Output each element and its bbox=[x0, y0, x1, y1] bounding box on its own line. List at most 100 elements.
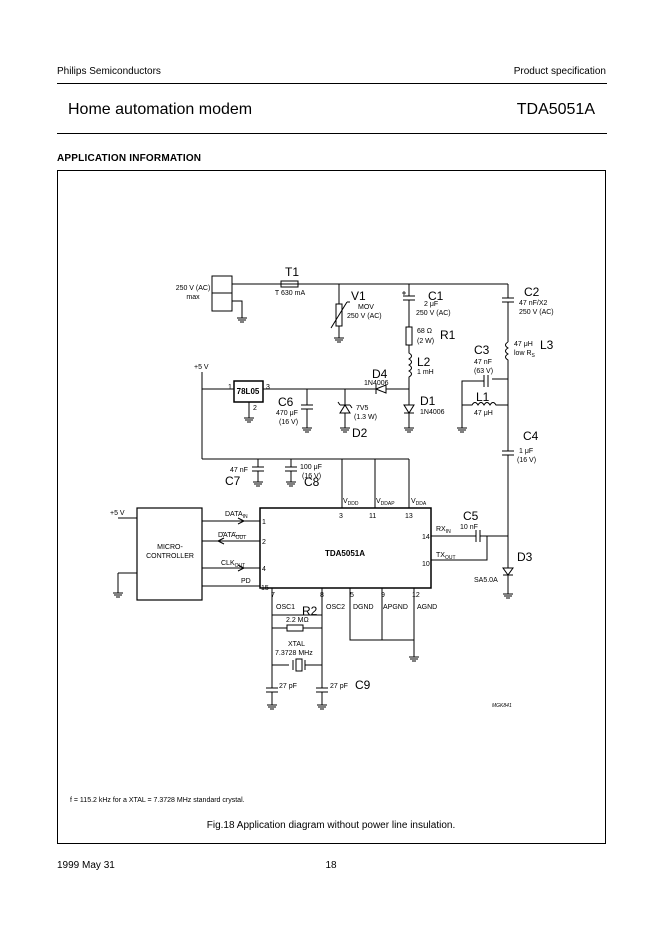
pin-tx-out: TXOUT bbox=[436, 552, 456, 561]
section-title: APPLICATION INFORMATION bbox=[57, 153, 202, 164]
page-number: 18 bbox=[325, 860, 337, 871]
coupling-branch bbox=[457, 284, 514, 560]
l3-note: low RS bbox=[514, 350, 536, 359]
t1-value: T 630 mA bbox=[275, 290, 306, 297]
pin-osc2: OSC2 bbox=[326, 604, 345, 611]
pin-num-4: 4 bbox=[262, 566, 266, 573]
c9-value: 27 pF bbox=[330, 683, 348, 690]
c3-rating: (63 V) bbox=[474, 368, 493, 375]
header-rule-top bbox=[57, 83, 607, 84]
c1-value: 2 μF bbox=[424, 301, 438, 308]
pin-num-2: 2 bbox=[262, 539, 266, 546]
xtal-label: XTAL bbox=[288, 641, 305, 648]
figure-caption: Fig.18 Application diagram without power… bbox=[206, 820, 456, 831]
l1-value: 47 μH bbox=[474, 410, 493, 417]
xtal-value: 7.3728 MHz bbox=[275, 650, 313, 657]
pin-num-10: 10 bbox=[422, 561, 430, 568]
pin-num-14: 14 bbox=[422, 534, 430, 541]
c9-label: C9 bbox=[355, 678, 371, 692]
pin-vddap: VDDAP bbox=[376, 498, 395, 507]
d3-part: SA5.0A bbox=[474, 577, 498, 584]
supply-rail bbox=[202, 458, 410, 508]
c4-rating: (16 V) bbox=[517, 457, 536, 464]
regulator-name: 78L05 bbox=[237, 387, 260, 396]
c7-value: 47 nF bbox=[230, 467, 248, 474]
part-number: TDA5051A bbox=[516, 101, 595, 118]
d4-label: D4 bbox=[372, 367, 388, 381]
ground-pins bbox=[349, 588, 419, 662]
varistor-v1 bbox=[330, 284, 350, 343]
mains-connector bbox=[211, 275, 298, 323]
r1-rating: (2 W) bbox=[417, 338, 434, 345]
l1-label: L1 bbox=[476, 390, 490, 404]
header-rule-bottom bbox=[57, 133, 607, 134]
v1-value: 250 V (AC) bbox=[347, 313, 382, 320]
c6-rating: (16 V) bbox=[279, 419, 298, 426]
company-name: Philips Semiconductors bbox=[57, 66, 161, 77]
c8-label: C8 bbox=[304, 475, 320, 489]
d3-label: D3 bbox=[517, 550, 533, 564]
c1-r1-l2-branch bbox=[402, 284, 415, 395]
mains-max: max bbox=[186, 294, 200, 301]
pin-dgnd: DGND bbox=[353, 604, 374, 611]
r2-value: 2.2 MΩ bbox=[286, 617, 309, 624]
d4-part: 1N4006 bbox=[364, 380, 389, 387]
reg-pin1: 1 bbox=[228, 384, 232, 391]
pin-vddd: VDDD bbox=[343, 498, 359, 507]
oscillator-network bbox=[266, 588, 328, 710]
c8-value: 100 μF bbox=[300, 464, 322, 471]
regulator-78l05 bbox=[201, 372, 264, 459]
diode-d1 bbox=[403, 395, 415, 433]
c3-label: C3 bbox=[474, 343, 490, 357]
t1-label: T1 bbox=[285, 265, 299, 279]
footer-date: 1999 May 31 bbox=[57, 860, 115, 871]
diode-d4 bbox=[263, 384, 409, 394]
pin-clk-out: CLKOUT bbox=[221, 560, 245, 569]
supply-label-mcu: +5 V bbox=[110, 510, 125, 517]
d2-value: 7V5 bbox=[356, 405, 369, 412]
spec-type: Product specification bbox=[513, 66, 606, 77]
d2-rating: (1.3 W) bbox=[354, 414, 377, 421]
c6-value: 470 μF bbox=[276, 410, 298, 417]
reg-pin3: 3 bbox=[266, 384, 270, 391]
pin-num-13: 13 bbox=[405, 513, 413, 520]
r1-value: 68 Ω bbox=[417, 328, 432, 335]
d1-part: 1N4006 bbox=[420, 409, 445, 416]
c2-value: 47 nF/X2 bbox=[519, 300, 548, 307]
pin-num-5: 5 bbox=[350, 592, 354, 599]
c10-value: 27 pF bbox=[279, 683, 297, 690]
supply-label-top: +5 V bbox=[194, 364, 209, 371]
c1-rating: 250 V (AC) bbox=[416, 310, 451, 317]
v1-type: MOV bbox=[358, 304, 374, 311]
figure-frame bbox=[57, 170, 606, 844]
pin-agnd: AGND bbox=[417, 604, 437, 611]
r1-label: R1 bbox=[440, 328, 456, 342]
c8-rating: (16 V) bbox=[302, 473, 321, 480]
pin-num-1: 1 bbox=[262, 519, 266, 526]
reg-pin2: 2 bbox=[253, 405, 257, 412]
mains-rating: 250 V (AC) bbox=[176, 285, 211, 292]
pin-num-11: 11 bbox=[369, 513, 376, 520]
pin-num-9: 9 bbox=[381, 592, 385, 599]
pin-osc1: OSC1 bbox=[276, 604, 295, 611]
c7-label: C7 bbox=[225, 474, 241, 488]
c1-label: C1 bbox=[428, 289, 444, 303]
c5-value: 10 nF bbox=[460, 524, 478, 531]
r2-label: R2 bbox=[302, 604, 318, 618]
pin-num-3: 3 bbox=[339, 513, 343, 520]
pin-pd: PD bbox=[241, 578, 251, 585]
rx-tx-network bbox=[431, 530, 514, 599]
pin-apgnd: APGND bbox=[383, 604, 408, 611]
c5-label: C5 bbox=[463, 509, 479, 523]
c4-value: 1 μF bbox=[519, 448, 533, 455]
pin-num-12: 12 bbox=[412, 592, 420, 599]
pin-num-8: 8 bbox=[320, 592, 324, 599]
l2-label: L2 bbox=[417, 355, 431, 369]
zener-d2 bbox=[337, 389, 353, 433]
c6-label: C6 bbox=[278, 395, 294, 409]
d1-label: D1 bbox=[420, 394, 436, 408]
microcontroller bbox=[113, 507, 260, 601]
c4-label: C4 bbox=[523, 429, 539, 443]
c2-rating: 250 V (AC) bbox=[519, 309, 554, 316]
